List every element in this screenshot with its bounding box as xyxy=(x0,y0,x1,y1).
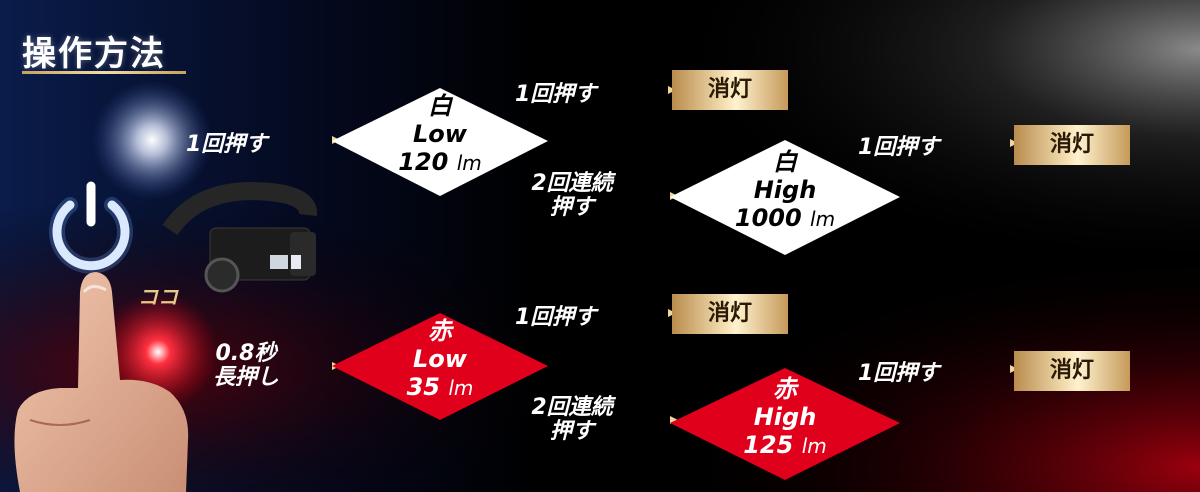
red-trigger-label: 0.8秒 長押し xyxy=(196,342,296,390)
flow-connectors xyxy=(298,89,1010,421)
power-icon xyxy=(49,181,133,274)
red-high-unit: lm xyxy=(801,434,827,458)
red-low-diamond xyxy=(332,313,548,420)
white-low-color: 白 xyxy=(428,92,452,120)
headlamp-icon xyxy=(162,182,317,293)
title-underline xyxy=(22,71,186,74)
white-low-mode: Low xyxy=(413,120,467,148)
red-low-color: 赤 xyxy=(428,317,452,345)
red-double-press-line2: 押す xyxy=(549,419,594,444)
white-high-text: 白 High 1000 lm xyxy=(720,148,850,233)
white-low-off-badge: 消灯 xyxy=(672,70,788,110)
white-double-press-line2: 押す xyxy=(549,195,594,220)
white-trigger-label: 1回押す xyxy=(186,132,268,157)
pointer-label: ココ xyxy=(138,285,178,309)
red-trigger-line2: 長押し xyxy=(212,365,279,390)
red-high-text: 赤 High 125 lm xyxy=(720,375,850,460)
page-title: 操作方法 xyxy=(22,34,166,74)
red-high-off-badge: 消灯 xyxy=(1014,351,1130,391)
red-low-off-badge: 消灯 xyxy=(672,294,788,334)
red-high-lumens: 125 xyxy=(743,431,794,459)
red-high-press-once-label: 1回押す xyxy=(858,361,940,386)
white-low-press-once-label: 1回押す xyxy=(515,82,597,107)
white-low-text: 白 Low 120 lm xyxy=(380,92,500,177)
finger-icon xyxy=(14,272,189,492)
red-high-diamond xyxy=(670,368,900,480)
white-high-diamond xyxy=(670,140,900,255)
red-double-press-label: 2回連続 押す xyxy=(514,396,630,444)
red-high-mode: High xyxy=(753,403,817,431)
red-low-press-once-label: 1回押す xyxy=(515,305,597,330)
red-low-mode: Low xyxy=(413,345,467,373)
red-low-lumens: 35 xyxy=(406,373,440,401)
white-low-diamond xyxy=(332,88,548,196)
red-double-press-line1: 2回連続 xyxy=(531,395,613,420)
red-high-color: 赤 xyxy=(773,375,797,403)
white-led-glow-icon xyxy=(92,80,212,200)
red-low-unit: lm xyxy=(448,376,474,400)
white-low-unit: lm xyxy=(456,151,482,175)
red-trigger-line1: 0.8秒 xyxy=(215,341,277,366)
white-high-unit: lm xyxy=(810,207,836,231)
white-high-off-badge: 消灯 xyxy=(1014,125,1130,165)
white-double-press-label: 2回連続 押す xyxy=(514,172,630,220)
red-low-text: 赤 Low 35 lm xyxy=(380,317,500,402)
white-double-press-line1: 2回連続 xyxy=(531,171,613,196)
white-high-lumens: 1000 xyxy=(734,204,802,232)
white-high-press-once-label: 1回押す xyxy=(858,135,940,160)
white-high-mode: High xyxy=(753,176,817,204)
white-low-lumens: 120 xyxy=(398,148,449,176)
white-high-color: 白 xyxy=(773,148,797,176)
